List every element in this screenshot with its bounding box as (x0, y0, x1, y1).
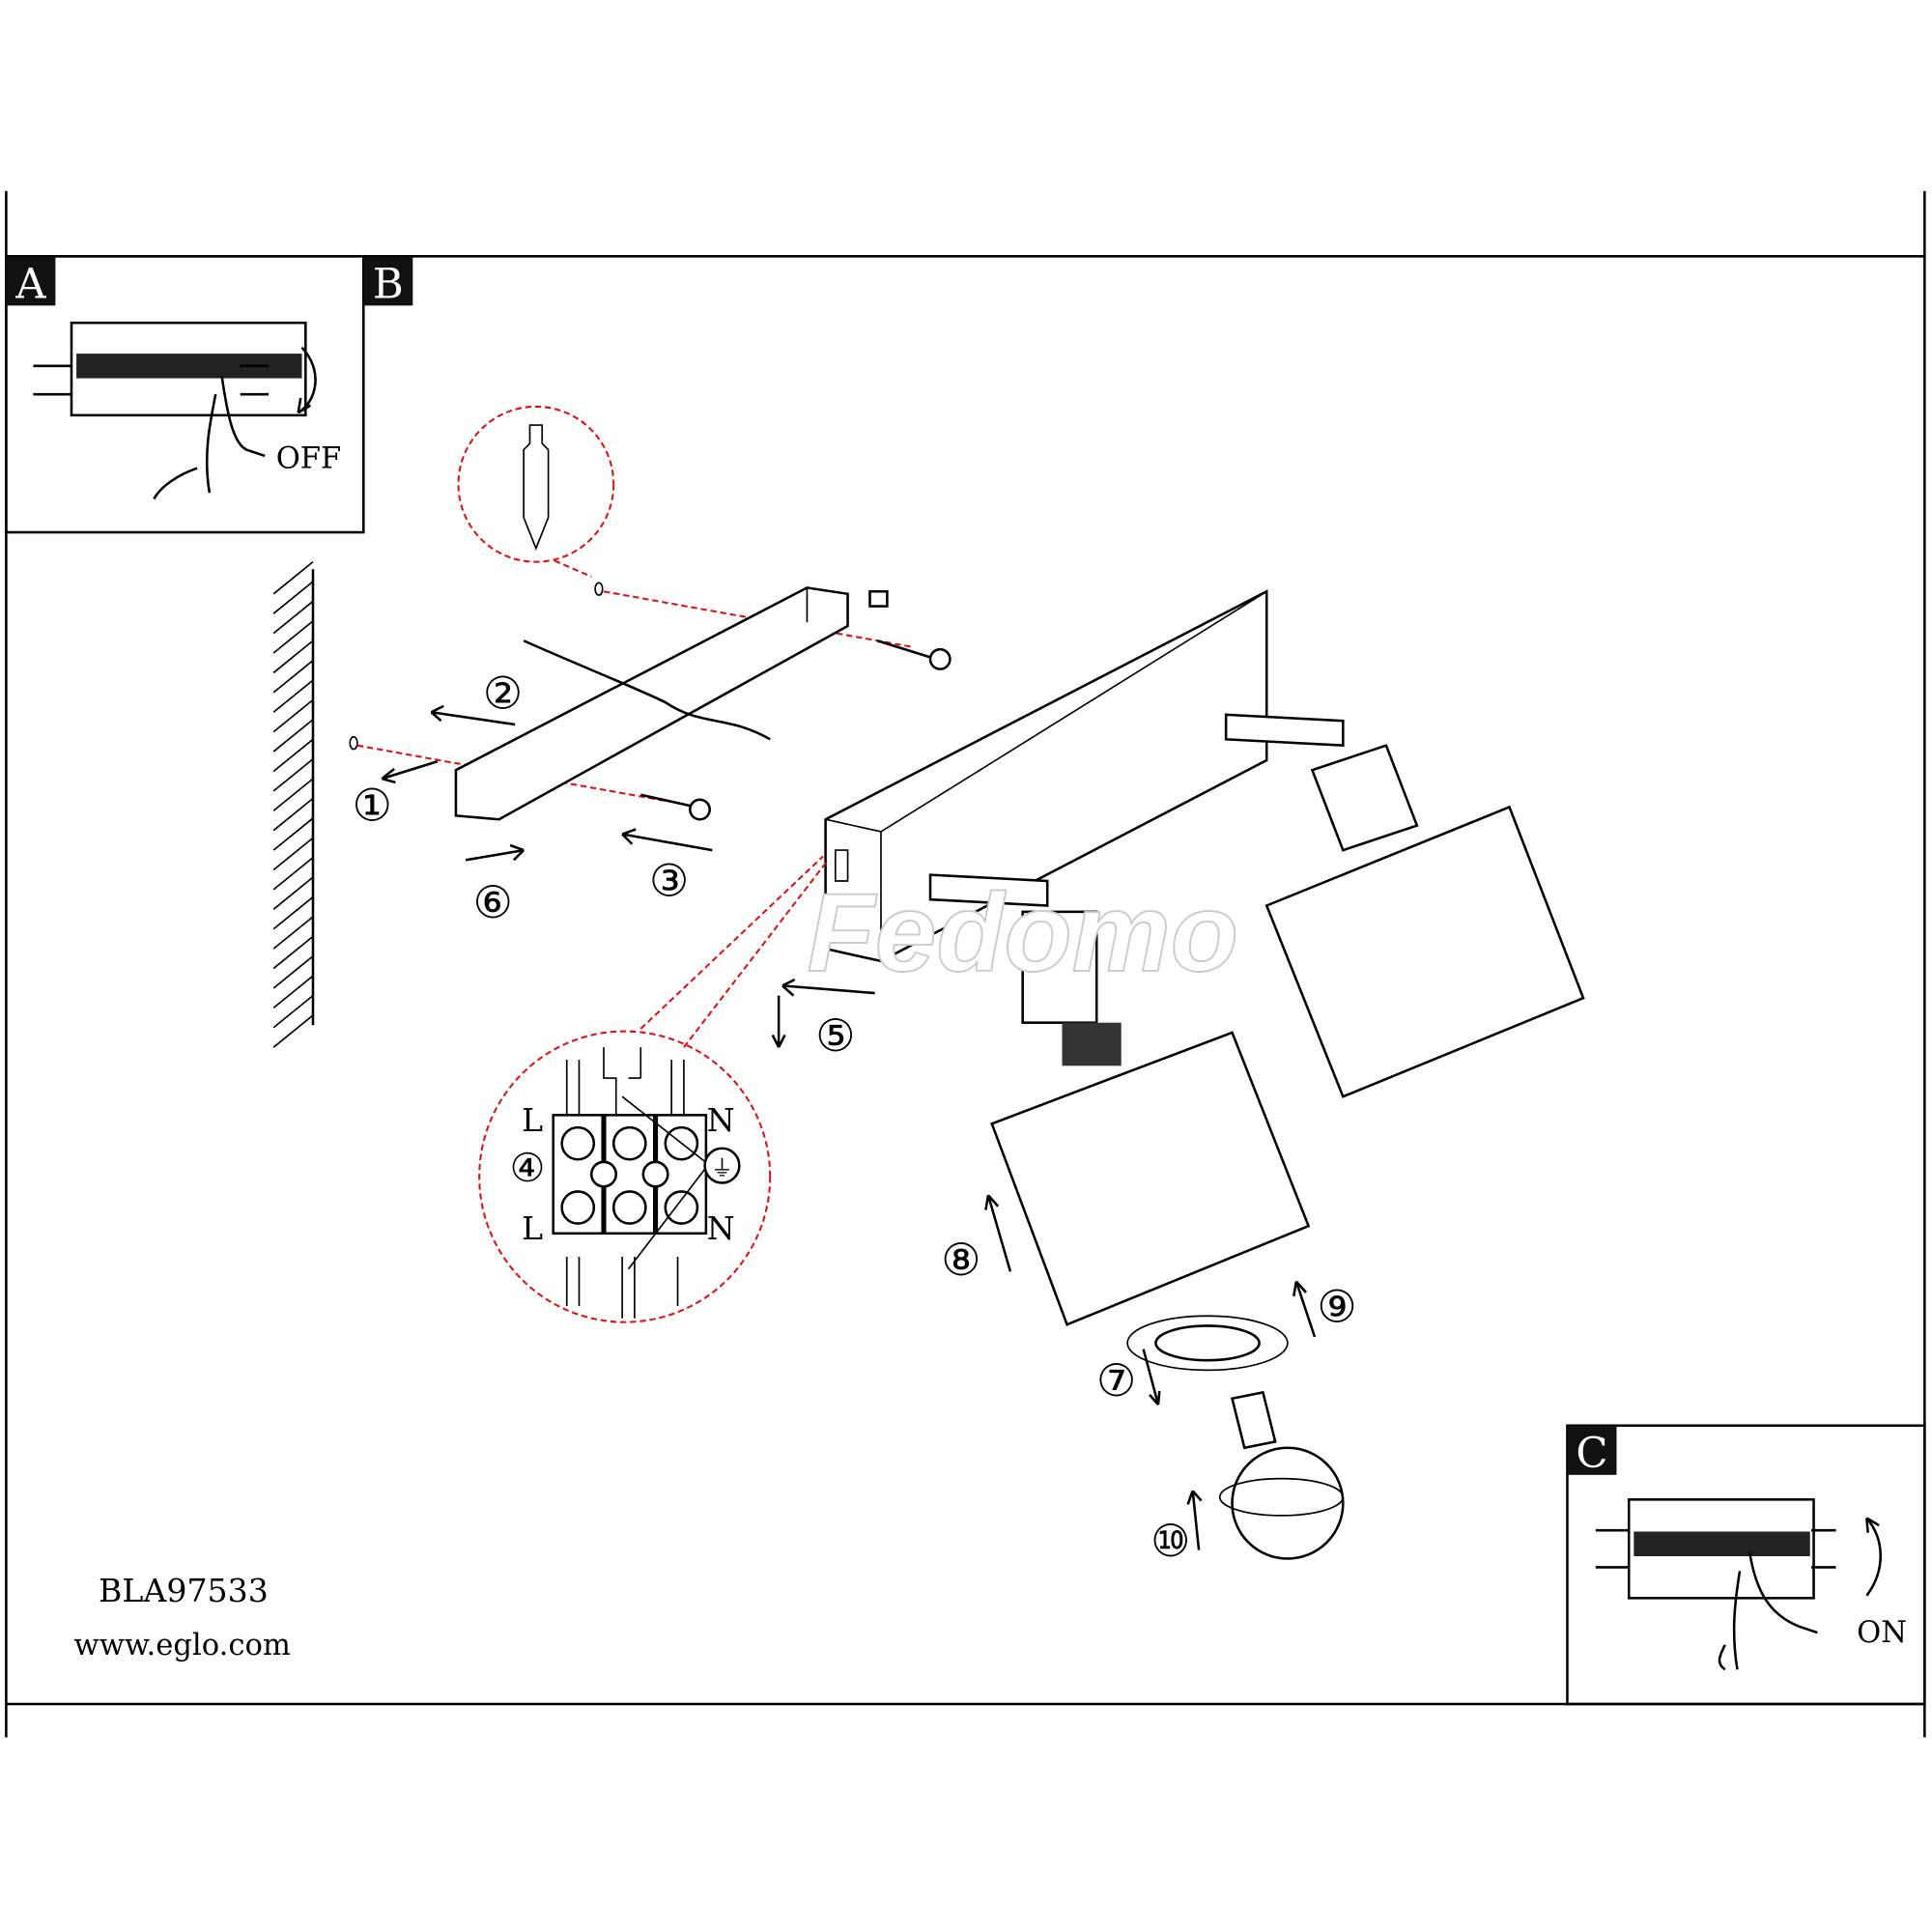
hatch-line (272, 895, 314, 930)
live-top-label: L (522, 1101, 543, 1139)
light-bulb-icon (1218, 1390, 1345, 1560)
hatch-line (272, 560, 314, 595)
hatch-line (272, 857, 314, 891)
step-2: ② (483, 667, 523, 719)
hatch-line (272, 994, 314, 1029)
hatch-line (272, 719, 314, 753)
earth-icon: ⏚ (711, 1156, 733, 1181)
step-1: ① (353, 779, 392, 831)
live-bottom-label: L (522, 1209, 543, 1247)
panel-b-label: B (373, 261, 404, 309)
panel-c-label: C (1576, 1430, 1607, 1478)
step-3: ③ (649, 854, 689, 906)
hatch-line (272, 581, 314, 614)
step-5: ⑤ (815, 1009, 855, 1062)
lampholder-ring (1126, 1315, 1289, 1372)
screw-icon (639, 589, 952, 821)
wiring-callout: L L N N ⏚ (478, 855, 829, 1323)
watermark: Fedomo (807, 871, 1237, 995)
hatch-line (272, 639, 314, 674)
hatch-line (272, 600, 314, 635)
panel-a-label-box (6, 256, 56, 306)
panel-c: C ON (1566, 1424, 1926, 1706)
step-9: ⑨ (1317, 1281, 1356, 1333)
hatch-line (272, 738, 314, 773)
hatch-line (272, 817, 314, 851)
hatch-line (272, 620, 314, 654)
spotlight-right (1224, 713, 1585, 1098)
website-link: www.eglo.com (74, 1629, 291, 1662)
step-10: ⑩ (1151, 1515, 1190, 1567)
neutral-top-label: N (707, 1101, 735, 1139)
circuit-breaker-on-icon (1595, 1498, 1883, 1671)
circuit-breaker-off-icon (33, 321, 317, 500)
off-label: OFF (276, 442, 342, 476)
hatch-line (272, 1014, 314, 1048)
step-numbers: ① ② ③ ④ ⑤ ⑥ ⑦ ⑧ ⑨ ⑩ (353, 667, 1357, 1567)
hatch-line (272, 778, 314, 811)
panel-a: A OFF (5, 255, 365, 534)
model-number: BLA97533 (99, 1572, 269, 1609)
step-4: ④ (510, 1145, 546, 1191)
hatch-line (272, 876, 314, 910)
step-6: ⑥ (473, 876, 513, 928)
mounting-bracket (454, 586, 849, 821)
hatch-line (272, 935, 314, 970)
hatch-line (272, 916, 314, 950)
hatch-line (272, 955, 314, 989)
wall-plug-callout (349, 405, 913, 803)
step-7: ⑦ (1096, 1354, 1136, 1406)
hatch-line (272, 679, 314, 713)
terminal-block (552, 1047, 741, 1319)
hatch-line (272, 797, 314, 832)
hatch-line (272, 660, 314, 694)
hatch-line (272, 758, 314, 792)
wall-hatching (272, 560, 315, 1048)
panel-c-label-box (1567, 1425, 1617, 1475)
neutral-bottom-label: N (707, 1209, 735, 1247)
lamp-backplate (824, 589, 1268, 963)
on-label: ON (1857, 1616, 1907, 1650)
spotlight-left (928, 873, 1311, 1326)
panel-b-label-box (363, 256, 413, 306)
hatch-line (272, 975, 314, 1009)
panel-a-label: A (14, 261, 46, 309)
arrows (381, 704, 1317, 1550)
hatch-line (272, 837, 314, 871)
step-8: ⑧ (941, 1234, 980, 1286)
hatch-line (272, 698, 314, 733)
